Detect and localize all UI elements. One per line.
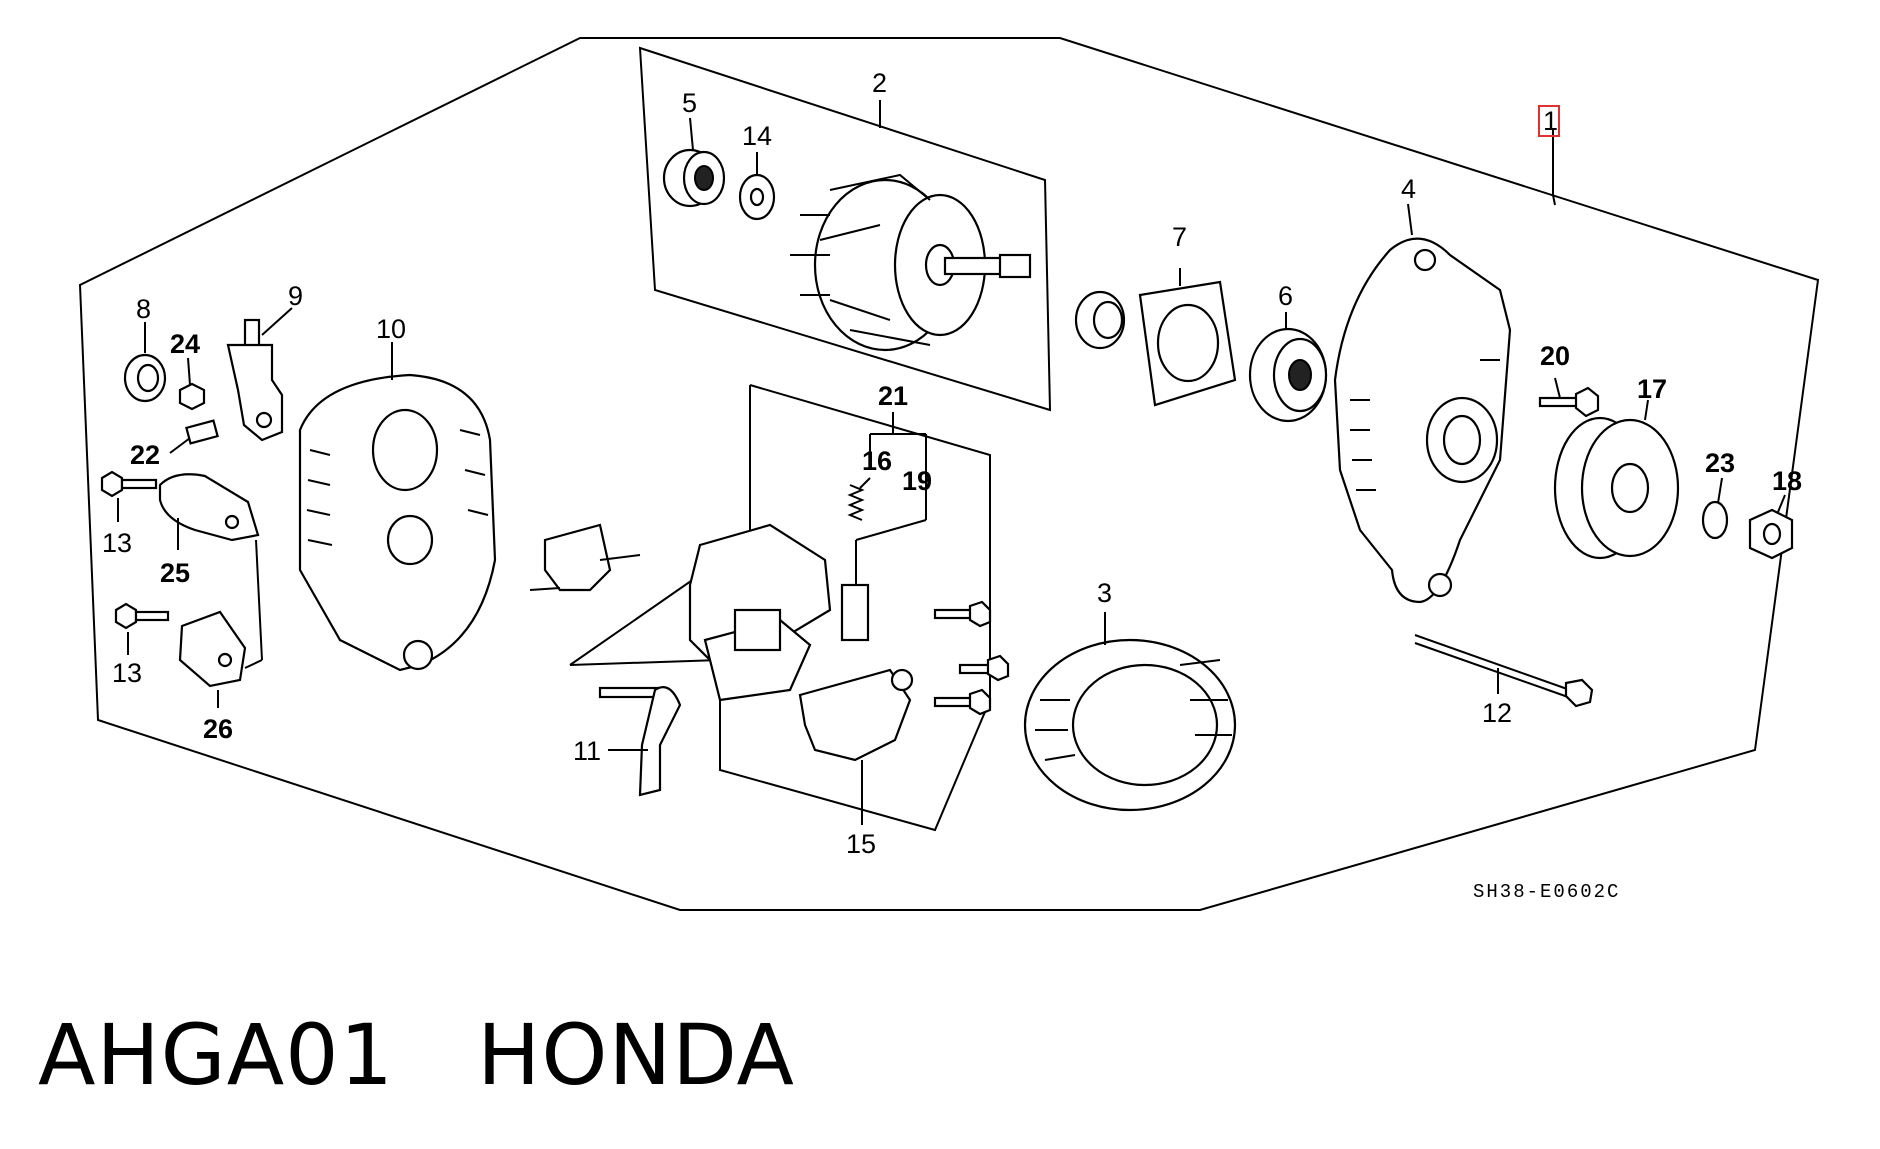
part-7-plate[interactable] bbox=[1138, 280, 1237, 407]
part-seal-small[interactable] bbox=[1074, 290, 1126, 350]
callout-12[interactable]: 12 bbox=[1482, 698, 1512, 728]
callout-9[interactable]: 9 bbox=[288, 281, 303, 311]
callout-5[interactable]: 5 bbox=[682, 88, 697, 118]
callout-20[interactable]: 20 bbox=[1540, 341, 1570, 371]
brush-group-box bbox=[719, 384, 991, 832]
part-8-seal[interactable] bbox=[123, 353, 167, 403]
callout-19[interactable]: 19 bbox=[902, 466, 932, 496]
callout-22[interactable]: 22 bbox=[130, 440, 160, 470]
part-20-bolt[interactable] bbox=[1538, 386, 1600, 418]
callout-7[interactable]: 7 bbox=[1172, 222, 1187, 252]
callout-15[interactable]: 15 bbox=[846, 829, 876, 859]
callout-17[interactable]: 17 bbox=[1637, 374, 1667, 404]
part-6-bearing[interactable] bbox=[1248, 327, 1328, 423]
part-12-through-bolt[interactable] bbox=[1414, 634, 1594, 708]
part-21-screw-lower[interactable] bbox=[958, 654, 1010, 682]
callout-2[interactable]: 2 bbox=[872, 68, 887, 98]
callout-1[interactable]: 1 bbox=[1543, 106, 1558, 136]
callout-13-lower[interactable]: 13 bbox=[112, 658, 142, 688]
callout-26[interactable]: 26 bbox=[203, 714, 233, 744]
part-3-stator[interactable] bbox=[1023, 638, 1237, 812]
callout-10[interactable]: 10 bbox=[376, 314, 406, 344]
part-brush-holder[interactable] bbox=[688, 523, 832, 702]
callout-1-highlight bbox=[1538, 105, 1560, 137]
part-15-cover[interactable] bbox=[798, 668, 914, 762]
callout-23[interactable]: 23 bbox=[1705, 448, 1735, 478]
callout-16[interactable]: 16 bbox=[862, 446, 892, 476]
callout-6[interactable]: 6 bbox=[1278, 281, 1293, 311]
part-24-nut[interactable] bbox=[178, 382, 206, 411]
part-26-bracket[interactable] bbox=[178, 610, 247, 688]
callout-4[interactable]: 4 bbox=[1401, 174, 1416, 204]
part-17-pulley[interactable] bbox=[1553, 416, 1680, 560]
part-16-spring[interactable] bbox=[847, 484, 865, 521]
part-21-screw-upper[interactable] bbox=[933, 600, 992, 628]
callout-13-upper[interactable]: 13 bbox=[102, 528, 132, 558]
callout-3[interactable]: 3 bbox=[1097, 578, 1112, 608]
callout-14[interactable]: 14 bbox=[742, 121, 772, 151]
assembly-boundary bbox=[78, 37, 1820, 911]
part-9-terminal[interactable] bbox=[226, 318, 284, 442]
part-13-bolt-upper[interactable] bbox=[100, 470, 158, 498]
callout-8[interactable]: 8 bbox=[136, 294, 151, 324]
callout-11[interactable]: 11 bbox=[573, 736, 601, 766]
part-heat-sink-clip[interactable] bbox=[529, 523, 641, 592]
part-5-bearing[interactable] bbox=[662, 148, 726, 208]
part-11-terminal[interactable] bbox=[598, 686, 682, 797]
part-2-rotor[interactable] bbox=[790, 173, 1032, 352]
part-14-washer[interactable] bbox=[738, 173, 776, 221]
rotor-group-box bbox=[638, 46, 1052, 412]
callout-24[interactable]: 24 bbox=[170, 329, 200, 359]
callout-21[interactable]: 21 bbox=[878, 381, 908, 411]
callout-18[interactable]: 18 bbox=[1772, 466, 1802, 496]
leader-lines bbox=[117, 100, 1786, 825]
part-22-insulator[interactable] bbox=[185, 419, 219, 445]
part-25-bracket[interactable] bbox=[158, 473, 260, 542]
drawing-code: SH38-E0602C bbox=[1473, 881, 1620, 903]
part-screw-rectifier[interactable] bbox=[933, 688, 992, 716]
part-4-front-housing[interactable] bbox=[1333, 237, 1512, 604]
part-23-washer[interactable] bbox=[1701, 500, 1729, 540]
part-18-nut[interactable] bbox=[1748, 508, 1794, 560]
part-13-bolt-lower[interactable] bbox=[114, 602, 170, 630]
part-19-brush[interactable] bbox=[840, 540, 870, 642]
part-10-rear-housing[interactable] bbox=[298, 373, 497, 672]
callout-25[interactable]: 25 bbox=[160, 558, 190, 588]
diagram-caption: AHGA01 HONDA bbox=[38, 1006, 795, 1104]
